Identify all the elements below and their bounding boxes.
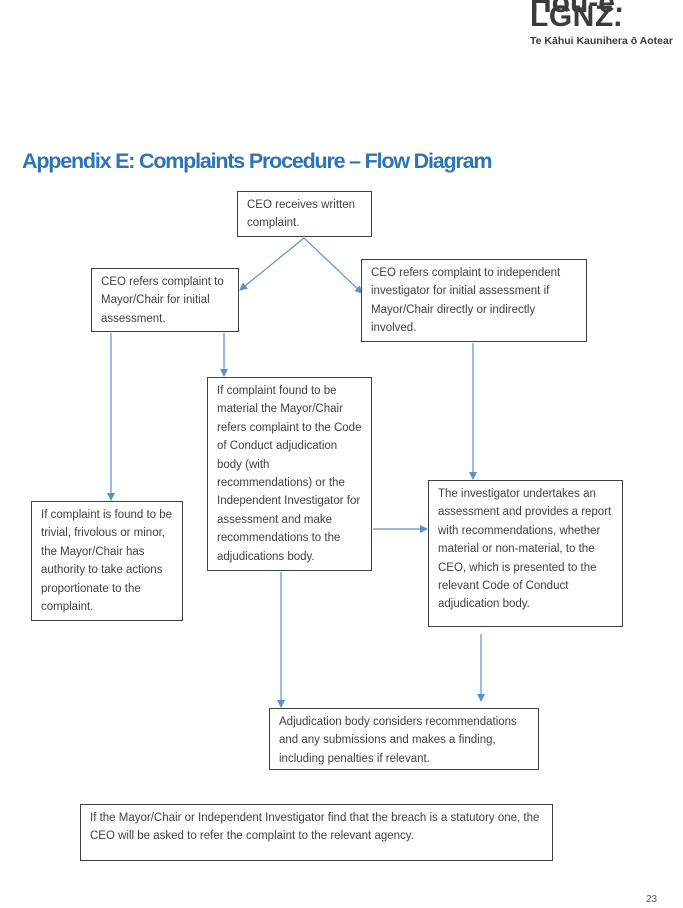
lgnz-logo: Hou-e. LGNZ. Te Kāhui Kaunihera ō Aotear: [530, 0, 683, 48]
mayor-assessment-box: CEO refers complaint to Mayor/Chair for …: [91, 268, 239, 332]
page-number: 23: [646, 894, 658, 905]
logo-subtitle: Te Kāhui Kaunihera ō Aotear: [530, 35, 673, 47]
logo-wordmark: LGNZ.: [530, 0, 623, 33]
statutory-note-box: If the Mayor/Chair or Independent Invest…: [80, 804, 553, 861]
ceo-receives-box: CEO receives written complaint.: [237, 191, 372, 237]
adjudication-box: Adjudication body considers recommendati…: [269, 708, 539, 770]
material-referral-box: If complaint found to be material the Ma…: [207, 377, 372, 571]
arrow-ceo-to-independent: [303, 237, 363, 294]
page-title: Appendix E: Complaints Procedure – Flow …: [22, 149, 492, 173]
trivial-outcome-box: If complaint is found to be trivial, fri…: [31, 501, 183, 621]
arrow-ceo-to-mayor: [239, 237, 305, 291]
investigator-report-box: The investigator undertakes an assessmen…: [428, 480, 623, 627]
logo-cropped-text: Hou-e.: [530, 0, 624, 19]
independent-assessment-box: CEO refers complaint to independent inve…: [361, 259, 587, 342]
